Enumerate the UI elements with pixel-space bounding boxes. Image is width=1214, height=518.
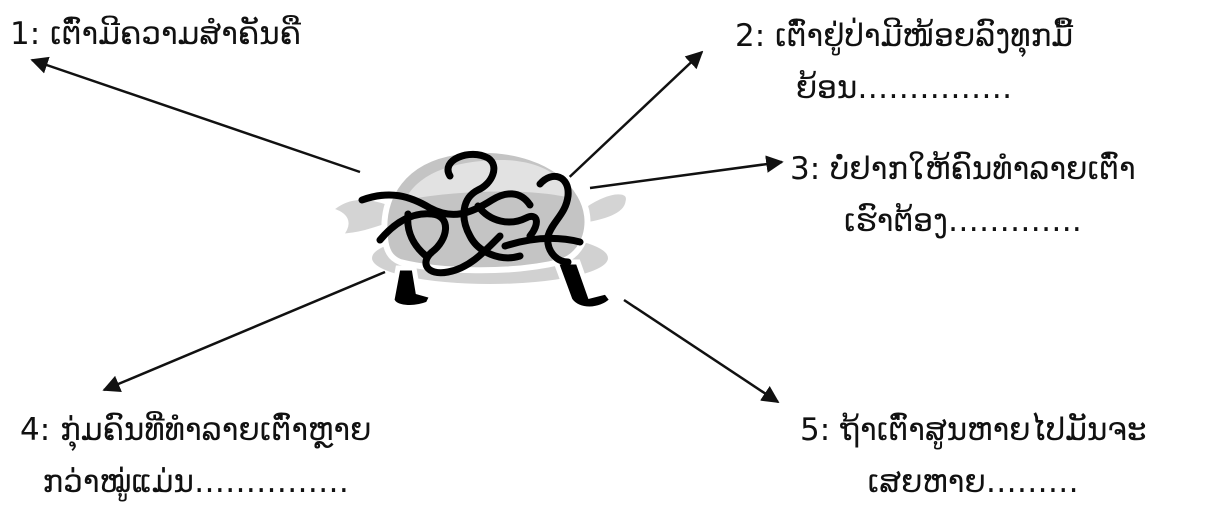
rope-scribble — [358, 150, 584, 277]
item-3-label: 3: ບໍ່ຢາກໃຫ້ຄົນທຳລາຍເຕົ່າ ເຮົາຕ້ອງ…………. — [790, 143, 1136, 247]
item-5-number: 5: — [800, 412, 831, 448]
item-2-line-2: ຍ້ອນ…………… — [795, 70, 1013, 106]
item-1-label: 1: ເຕົ່າມີຄວາມສຳຄັນຄື — [10, 8, 301, 60]
item-5-line-1: 5: ຖ້າເຕົ່າສູນຫາຍໄປມັນຈະ — [800, 404, 1146, 456]
turtle-leg-left — [389, 265, 436, 310]
arrow-to-item-2 — [559, 50, 704, 187]
item-2-text: ເຕົ່າຢູ່ປ່າມີໜ້ອຍລົງທຸກມື້ — [775, 18, 1074, 54]
arrow-to-item-5 — [623, 298, 780, 404]
item-3-text: ບໍ່ຢາກໃຫ້ຄົນທຳລາຍເຕົ່າ — [830, 151, 1136, 187]
item-3-number: 3: — [790, 151, 821, 187]
turtle-head — [576, 189, 631, 230]
turtle-leg-right — [552, 259, 616, 312]
item-1-line-1: 1: ເຕົ່າມີຄວາມສຳຄັນຄື — [10, 8, 301, 60]
item-3-line-1: 3: ບໍ່ຢາກໃຫ້ຄົນທຳລາຍເຕົ່າ — [790, 143, 1136, 195]
item-5-text: ຖ້າເຕົ່າສູນຫາຍໄປມັນຈະ — [840, 412, 1147, 448]
item-1-number: 1: — [10, 16, 41, 52]
item-4-line-2: ກວ່າໝູ່ແມ່ນ…………… — [42, 464, 349, 500]
item-2-label: 2: ເຕົ່າຢູ່ປ່າມີໜ້ອຍລົງທຸກມື້ ຍ້ອນ…………… — [735, 10, 1073, 114]
item-4-number: 4: — [20, 412, 51, 448]
item-3-line-2: ເຮົາຕ້ອງ…………. — [843, 203, 1082, 239]
item-2-line-1: 2: ເຕົ່າຢູ່ປ່າມີໜ້ອຍລົງທຸກມື້ — [735, 10, 1073, 62]
arrow-to-item-3 — [589, 155, 784, 190]
item-4-line-1: 4: ກຸ່ມຄົນທີ່ທຳລາຍເຕົ່າຫຼາຍ — [20, 404, 371, 456]
item-5-line-2: ເສຍຫາຍ……… — [867, 464, 1079, 500]
item-1-text: ເຕົ່າມີຄວາມສຳຄັນຄື — [50, 16, 301, 52]
arrow-to-item-4 — [102, 270, 386, 392]
arrow-to-item-1 — [30, 56, 361, 174]
item-4-label: 4: ກຸ່ມຄົນທີ່ທຳລາຍເຕົ່າຫຼາຍ ກວ່າໝູ່ແມ່ນ…… — [20, 404, 371, 508]
item-2-number: 2: — [735, 18, 766, 54]
item-5-label: 5: ຖ້າເຕົ່າສູນຫາຍໄປມັນຈະ ເສຍຫາຍ……… — [800, 404, 1146, 508]
item-4-text: ກຸ່ມຄົນທີ່ທຳລາຍເຕົ່າຫຼາຍ — [60, 412, 372, 448]
